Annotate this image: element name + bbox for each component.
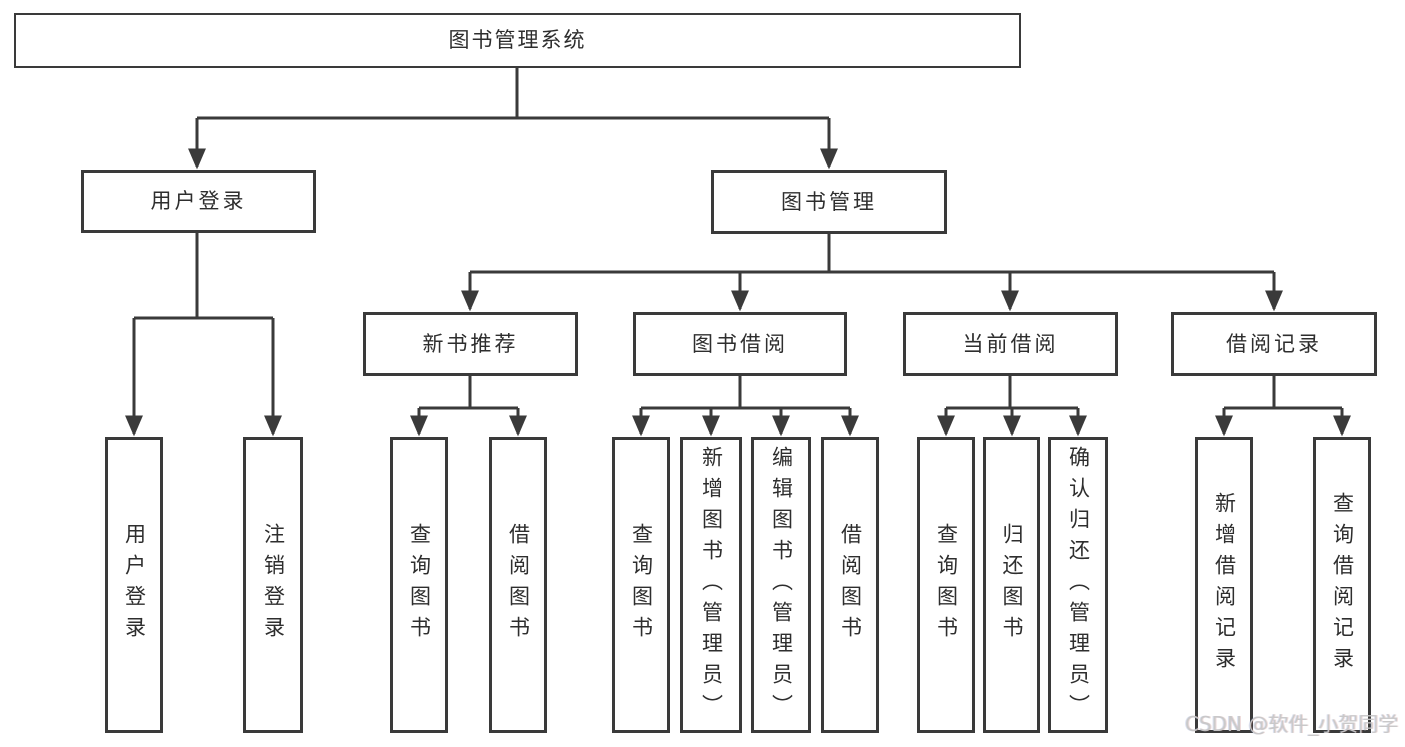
node-user-login: 用户登录 (81, 170, 316, 233)
node-user-login-label: 用户登录 (150, 189, 247, 213)
edge-new-book-trunk (419, 376, 518, 410)
node-new-book-recommend: 新书推荐 (363, 312, 578, 376)
node-current-borrow-label: 当前借阅 (962, 331, 1059, 356)
leaf-logout-label: 注销登录 (261, 523, 286, 647)
leaf-bw-query-book-label: 查询图书 (629, 523, 654, 647)
leaf-cu-confirm-return-admin: 确认归还（管理员） (1048, 437, 1108, 733)
edge-user-login-trunk (134, 233, 273, 320)
edge-borrow-trunk (641, 376, 850, 410)
leaf-cu-return-book-label: 归还图书 (1000, 523, 1024, 647)
edge-records-trunk (1224, 376, 1342, 410)
leaf-re-add-record-label: 新增借阅记录 (1212, 492, 1237, 678)
leaf-user-login: 用户登录 (105, 437, 163, 733)
leaf-re-query-record-label: 查询借阅记录 (1330, 492, 1355, 678)
leaf-re-add-record: 新增借阅记录 (1195, 437, 1253, 733)
leaf-cu-query-book: 查询图书 (917, 437, 975, 733)
csdn-watermark: CSDN @软件_小贺同学 (1185, 712, 1399, 736)
leaf-bw-add-book-admin-label: 新增图书（管理员） (699, 445, 724, 725)
edge-book-mgmt-trunk (470, 234, 1274, 274)
leaf-nb-borrow-book-label: 借阅图书 (506, 523, 531, 647)
leaf-bw-borrow-book: 借阅图书 (821, 437, 879, 733)
node-borrow-records-label: 借阅记录 (1226, 331, 1322, 356)
leaf-bw-edit-book-admin-label: 编辑图书（管理员） (769, 445, 794, 725)
leaf-bw-edit-book-admin: 编辑图书（管理员） (751, 437, 811, 733)
leaf-re-query-record: 查询借阅记录 (1313, 437, 1371, 733)
leaf-user-login-label: 用户登录 (122, 523, 147, 647)
node-library-system: 图书管理系统 (14, 13, 1021, 68)
node-book-borrow-label: 图书借阅 (692, 331, 788, 356)
edge-current-trunk (946, 376, 1078, 410)
node-borrow-records: 借阅记录 (1171, 312, 1377, 376)
leaf-bw-query-book: 查询图书 (612, 437, 670, 733)
leaf-nb-query-book: 查询图书 (390, 437, 448, 733)
node-book-borrow: 图书借阅 (633, 312, 847, 376)
leaf-nb-query-book-label: 查询图书 (407, 523, 432, 647)
leaf-cu-return-book: 归还图书 (983, 437, 1040, 733)
node-book-mgmt-label: 图书管理 (781, 189, 877, 214)
node-book-mgmt: 图书管理 (711, 170, 947, 234)
edge-root-trunk (197, 68, 829, 120)
leaf-bw-add-book-admin: 新增图书（管理员） (680, 437, 742, 733)
leaf-bw-borrow-book-label: 借阅图书 (838, 523, 863, 647)
node-new-book-recommend-label: 新书推荐 (422, 331, 519, 356)
leaf-cu-confirm-return-admin-label: 确认归还（管理员） (1066, 445, 1091, 725)
leaf-logout: 注销登录 (243, 437, 303, 733)
node-current-borrow: 当前借阅 (903, 312, 1118, 376)
leaf-cu-query-book-label: 查询图书 (934, 523, 959, 647)
leaf-nb-borrow-book: 借阅图书 (489, 437, 547, 733)
node-library-system-label: 图书管理系统 (448, 28, 587, 52)
